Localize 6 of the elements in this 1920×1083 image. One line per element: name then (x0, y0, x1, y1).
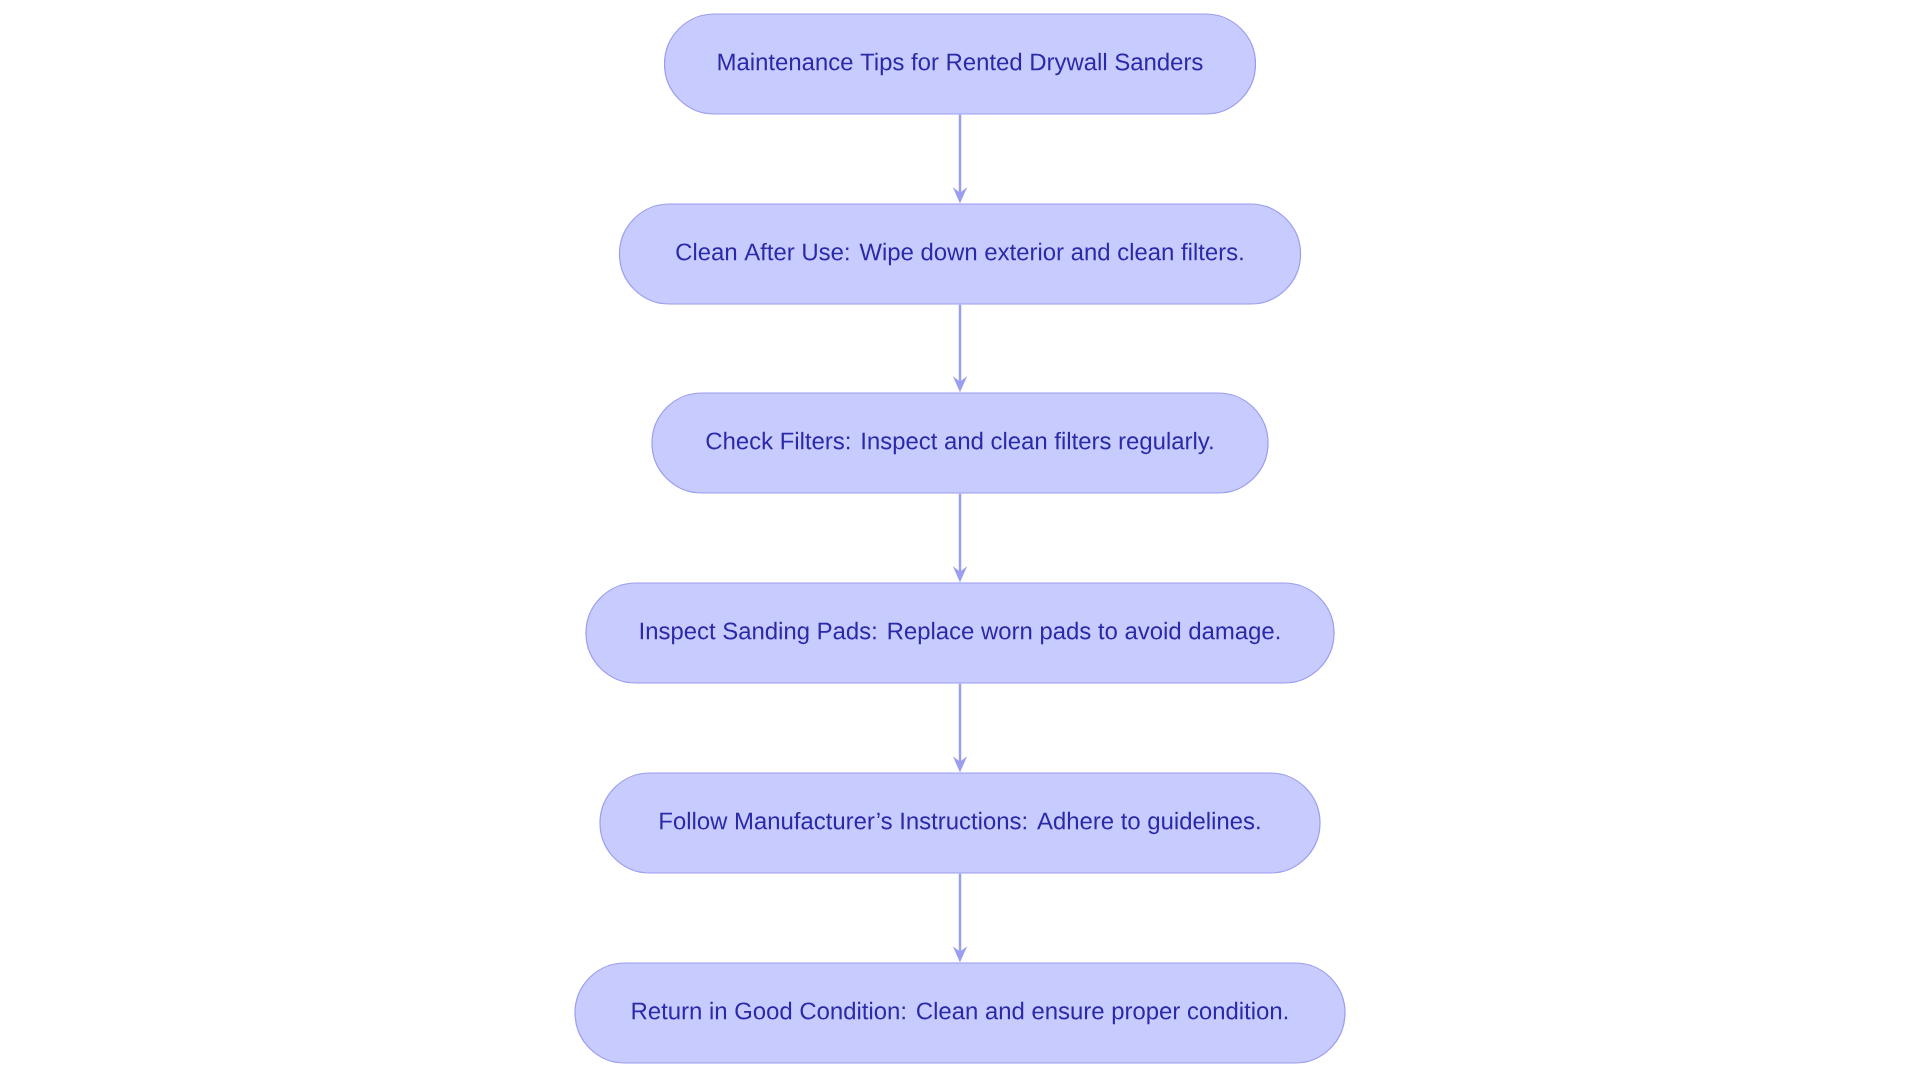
process-box: Maintenance Tips for Rented Drywall Sanders (663, 13, 1257, 115)
process-box: Check Filters: Inspect and clean filters regularly. (651, 392, 1269, 494)
process-box: Follow Manufacturer’s Instructions: Adhere to guidelines. (599, 772, 1321, 874)
process-box: Inspect Sanding Pads: Replace worn pads to avoid damage. (585, 582, 1335, 684)
process-box: Clean After Use: Wipe down exterior and clean filters. (618, 203, 1302, 305)
process-box: Return in Good Condition: Clean and ensure proper condition. (574, 962, 1346, 1064)
